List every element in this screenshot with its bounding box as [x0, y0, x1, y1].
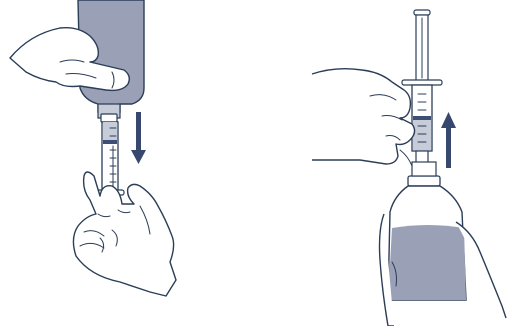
syringe-liquid-right — [413, 120, 431, 150]
bottle-adapter — [412, 162, 436, 176]
plunger-tip-right — [413, 116, 431, 120]
syringe-tip-cap — [101, 114, 117, 122]
right-panel — [312, 10, 506, 326]
right-upper-hand — [312, 69, 415, 166]
bottle-cap — [408, 176, 440, 186]
plunger-thumb — [414, 10, 430, 15]
syringe-liquid — [103, 122, 117, 140]
lower-hand — [73, 172, 176, 296]
left-panel — [10, 0, 176, 296]
syringe-tip-right — [416, 151, 428, 163]
up-arrow-icon — [441, 112, 456, 168]
bottle-liquid-right — [388, 225, 466, 300]
syringe-flange-right — [402, 80, 442, 85]
plunger-tip — [103, 140, 117, 144]
down-arrow-icon — [131, 112, 146, 164]
upright-bottle — [388, 162, 466, 300]
